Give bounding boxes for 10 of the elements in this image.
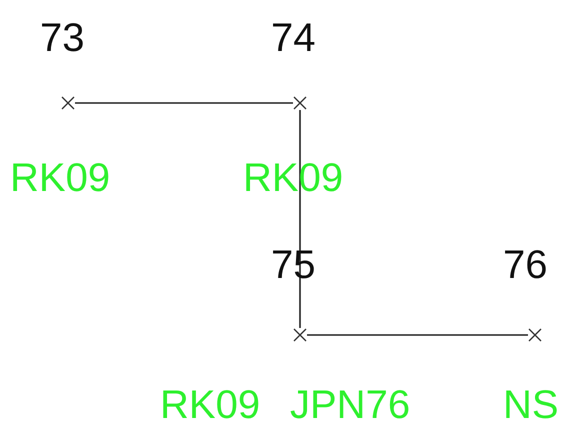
point-number: 73 bbox=[40, 18, 84, 58]
connector-line bbox=[75, 102, 293, 104]
point-number: 76 bbox=[503, 245, 548, 285]
connector-line bbox=[299, 110, 301, 328]
connector-line bbox=[307, 334, 528, 336]
point-code: RK09 bbox=[10, 158, 110, 198]
point-code: JPN76 bbox=[290, 385, 410, 425]
point-number: 74 bbox=[271, 18, 316, 58]
point-code: NS bbox=[503, 385, 559, 425]
point-code: RK09 bbox=[160, 385, 260, 425]
